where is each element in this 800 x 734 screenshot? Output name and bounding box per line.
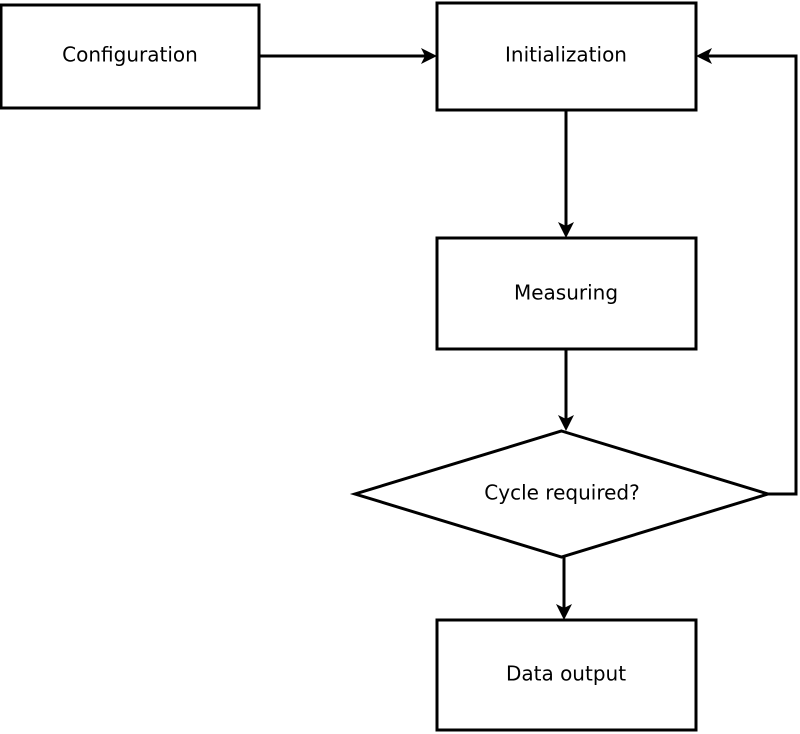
arrowhead-cycle-required-to-data-output	[556, 604, 572, 620]
node-shape-initialization[interactable]	[435, 1, 698, 112]
node-label-cycle-required: Cycle required?	[484, 481, 639, 505]
edge-line-cycle-required-to-initialization-feedback	[704, 54, 798, 496]
edge-cycle-required-to-initialization-feedback	[696, 48, 798, 496]
node-label-measuring: Measuring	[514, 281, 618, 305]
edge-initialization-to-measuring	[558, 110, 574, 238]
node-configuration[interactable]: Configuration	[0, 3, 261, 110]
edge-configuration-to-initialization	[259, 48, 437, 64]
edge-measuring-to-cycle-required	[558, 349, 574, 431]
arrowhead-measuring-to-cycle-required	[558, 415, 574, 431]
arrowhead-initialization-to-measuring	[558, 222, 574, 238]
node-shape-measuring[interactable]	[435, 236, 698, 351]
node-shape-data-output[interactable]	[435, 618, 698, 732]
node-measuring[interactable]: Measuring	[435, 236, 698, 351]
arrowhead-configuration-to-initialization	[421, 48, 437, 64]
node-data-output[interactable]: Data output	[435, 618, 698, 732]
edge-cycle-required-to-data-output	[556, 557, 572, 620]
node-label-initialization: Initialization	[505, 43, 627, 67]
nodes-layer: Configuration Initialization Measuring C…	[0, 1, 774, 732]
edges-layer	[259, 48, 798, 620]
node-label-data-output: Data output	[506, 662, 626, 686]
node-label-configuration: Configuration	[62, 43, 198, 67]
arrowhead-cycle-required-to-initialization	[696, 48, 712, 64]
node-shape-configuration[interactable]	[0, 3, 261, 110]
node-cycle-required[interactable]: Cycle required?	[349, 429, 774, 559]
node-initialization[interactable]: Initialization	[435, 1, 698, 112]
node-shape-cycle-required[interactable]	[349, 429, 774, 559]
